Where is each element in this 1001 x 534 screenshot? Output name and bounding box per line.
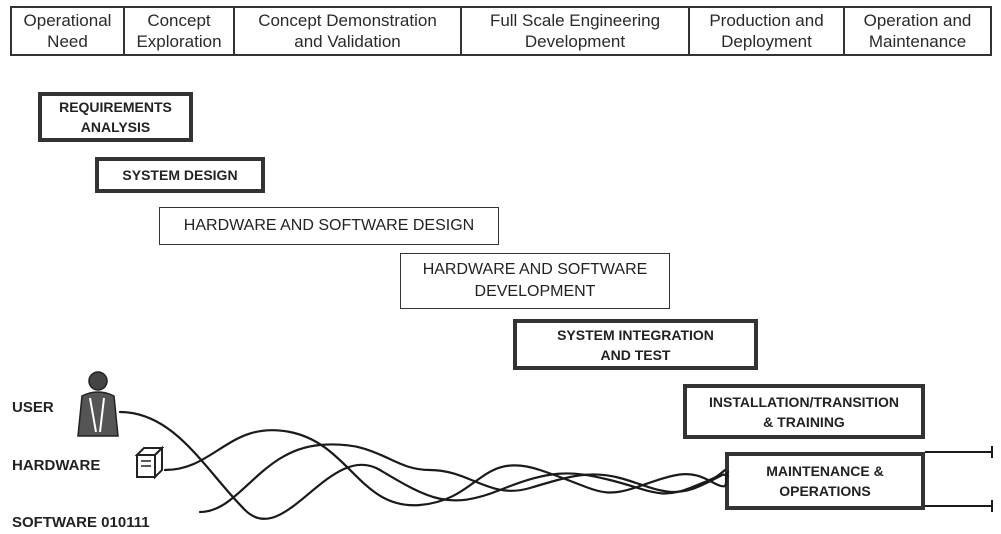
activity-installation-transition: INSTALLATION/TRANSITION & TRAINING <box>683 384 925 439</box>
phase-header-row: Operational Need Concept Exploration Con… <box>10 6 992 56</box>
person-icon <box>77 371 119 437</box>
activity-hw-sw-development: HARDWARE AND SOFTWARE DEVELOPMENT <box>400 253 670 309</box>
phase-production-deployment: Production and Deployment <box>690 8 845 54</box>
hardware-box-icon <box>134 445 165 480</box>
phase-operation-maintenance: Operation and Maintenance <box>845 8 990 54</box>
phase-full-scale-engineering: Full Scale Engineering Development <box>462 8 690 54</box>
activity-requirements-analysis: REQUIREMENTS ANALYSIS <box>38 92 193 142</box>
software-label: SOFTWARE 010111 <box>12 514 150 531</box>
software-strand <box>198 443 730 514</box>
hardware-strand <box>163 429 730 507</box>
phase-concept-exploration: Concept Exploration <box>125 8 235 54</box>
phase-operational-need: Operational Need <box>12 8 125 54</box>
user-label: USER <box>12 399 54 416</box>
phase-concept-demonstration: Concept Demonstration and Validation <box>235 8 462 54</box>
phase-label: Full Scale Engineering Development <box>489 11 661 51</box>
phase-label: Operational Need <box>23 11 112 51</box>
phase-label: Production and Deployment <box>709 11 824 51</box>
activity-maintenance-operations: MAINTENANCE & OPERATIONS <box>725 452 925 510</box>
activity-hw-sw-design: HARDWARE AND SOFTWARE DESIGN <box>159 207 499 245</box>
continuation-arrows <box>925 446 993 512</box>
user-strand <box>118 410 727 520</box>
hardware-label: HARDWARE <box>12 457 101 474</box>
activity-system-design: SYSTEM DESIGN <box>95 157 265 193</box>
activity-system-integration: SYSTEM INTEGRATION AND TEST <box>513 319 758 370</box>
phase-label: Concept Demonstration and Validation <box>258 11 437 51</box>
phase-label: Operation and Maintenance <box>863 11 972 51</box>
phase-label: Concept Exploration <box>136 11 222 51</box>
